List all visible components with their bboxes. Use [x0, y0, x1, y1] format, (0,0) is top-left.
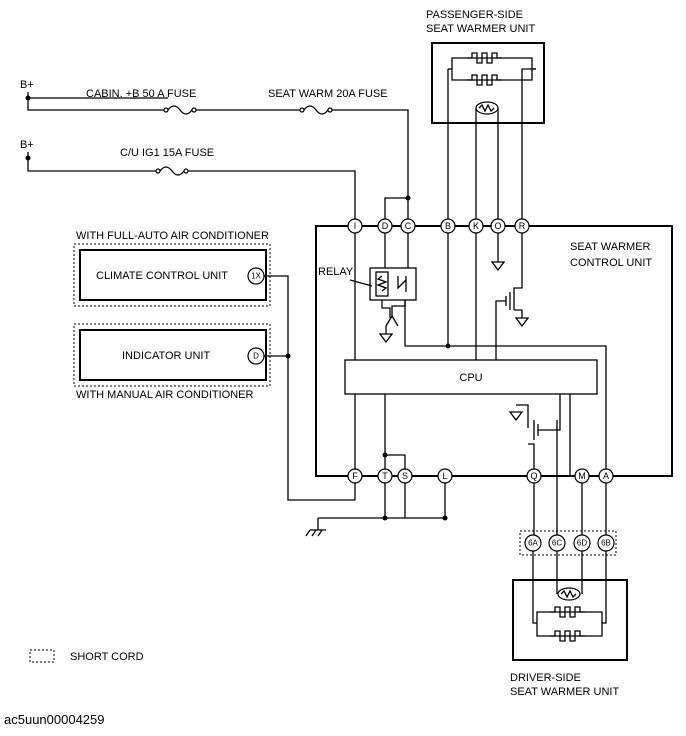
pin-D-indicator: D — [247, 347, 265, 365]
wire-1X-to-F — [264, 275, 356, 501]
seat-warm-fuse-icon — [303, 105, 329, 115]
pin-1X: 1X — [247, 267, 265, 285]
control-unit-label-1: SEAT WARMER — [570, 241, 651, 253]
indicator-unit — [79, 329, 267, 381]
svg-text:6D: 6D — [577, 539, 587, 548]
pin-B: B — [440, 218, 456, 234]
fet-driver — [527, 394, 561, 440]
ground-icon-fet-r — [514, 317, 530, 328]
short-cord-box-climate — [73, 243, 271, 307]
cpu-label: CPU — [459, 372, 482, 384]
svg-text:R: R — [519, 221, 526, 231]
short-cord-legend-swatch — [29, 649, 55, 663]
cpu-block — [344, 359, 598, 395]
pin-A: A — [598, 468, 614, 484]
pin-Q: Q — [526, 468, 542, 484]
svg-text:Q: Q — [530, 471, 537, 481]
pin-I: I — [347, 218, 363, 234]
cu-ig1-fuse-label: C/U IG1 15A FUSE — [120, 147, 214, 159]
svg-text:A: A — [603, 471, 609, 481]
svg-text:C: C — [405, 221, 412, 231]
indicator-unit-label: INDICATOR UNIT — [122, 350, 210, 362]
climate-control-unit-label: CLIMATE CONTROL UNIT — [96, 270, 228, 282]
svg-text:K: K — [473, 221, 479, 231]
driver-unit-label-1: DRIVER-SIDE — [510, 672, 581, 684]
figure-id: ac5uun00004259 — [4, 712, 105, 727]
driver-unit-label-2: SEAT WARMER UNIT — [510, 686, 619, 698]
with-manual-label: WITH MANUAL AIR CONDITIONER — [76, 389, 253, 401]
control-unit-label-2: CONTROL UNIT — [570, 257, 652, 269]
pin-S: S — [397, 468, 413, 484]
cu-ig1-fuse-icon — [159, 166, 185, 176]
pin-C: C — [400, 218, 416, 234]
svg-text:F: F — [352, 471, 358, 481]
driver-heater-2 — [550, 630, 585, 642]
relay-box — [369, 267, 417, 301]
svg-text:6B: 6B — [601, 539, 611, 548]
svg-text:D: D — [253, 352, 259, 361]
pin-O: O — [490, 218, 506, 234]
pin-K: K — [468, 218, 484, 234]
svg-text:D: D — [382, 221, 389, 231]
ground-icon-O — [490, 261, 506, 272]
pin-D-top: D — [377, 218, 393, 234]
climate-control-unit — [79, 249, 267, 301]
passenger-thermistor — [475, 101, 499, 115]
passenger-seat-warmer-unit — [431, 42, 545, 124]
wire-D-branch — [384, 197, 408, 226]
svg-text:S: S — [402, 471, 408, 481]
relay-label: RELAY — [318, 266, 354, 278]
wire-relay-to-A — [404, 300, 607, 476]
driver-seat-warmer-unit — [512, 579, 628, 661]
pin-M: M — [574, 468, 590, 484]
seat-warm-fuse-label: SEAT WARM 20A FUSE — [268, 88, 388, 100]
driver-heater-1 — [550, 606, 585, 618]
pin-6A: 6A — [524, 534, 542, 552]
svg-text:1X: 1X — [251, 272, 261, 281]
driver-thermistor — [557, 587, 581, 601]
passenger-unit-label-1: PASSENGER-SIDE — [426, 9, 523, 21]
wire-seat-warm-to-C — [332, 109, 409, 226]
svg-text:O: O — [494, 221, 501, 231]
pin-F: F — [347, 468, 363, 484]
short-cord-legend-label: SHORT CORD — [70, 651, 144, 663]
fet-passenger — [500, 292, 511, 310]
short-cord-box-driver — [519, 530, 617, 556]
svg-text:L: L — [442, 471, 447, 481]
with-full-auto-label: WITH FULL-AUTO AIR CONDITIONER — [76, 230, 269, 242]
relay-leader — [349, 279, 373, 287]
pin-6D: 6D — [573, 534, 591, 552]
bplus-2-label: B+ — [20, 139, 34, 151]
pin-T: T — [377, 468, 393, 484]
svg-text:6A: 6A — [528, 539, 538, 548]
pin-6B: 6B — [597, 534, 615, 552]
relay-coil — [375, 271, 389, 297]
bplus-1-label: B+ — [20, 79, 34, 91]
svg-text:T: T — [382, 471, 388, 481]
passenger-unit-label-2: SEAT WARMER UNIT — [426, 23, 535, 35]
cabin-fuse-label: CABIN. +B 50 A FUSE — [86, 88, 196, 100]
ground-icon-relay — [378, 333, 394, 344]
relay-driver-transistor — [385, 300, 406, 327]
wire-ig1-to-I — [188, 170, 356, 226]
wire-R — [521, 68, 536, 226]
chassis-ground-icon — [305, 518, 326, 537]
svg-text:6C: 6C — [552, 539, 562, 548]
cabin-fuse-icon — [167, 105, 193, 115]
svg-text:B: B — [445, 221, 451, 231]
svg-text:M: M — [578, 471, 586, 481]
pin-6C: 6C — [548, 534, 566, 552]
ground-icon-fet-q — [508, 411, 524, 422]
short-cord-box-indicator — [73, 323, 271, 387]
svg-text:I: I — [354, 221, 357, 231]
pin-R: R — [514, 218, 530, 234]
pin-L: L — [437, 468, 453, 484]
